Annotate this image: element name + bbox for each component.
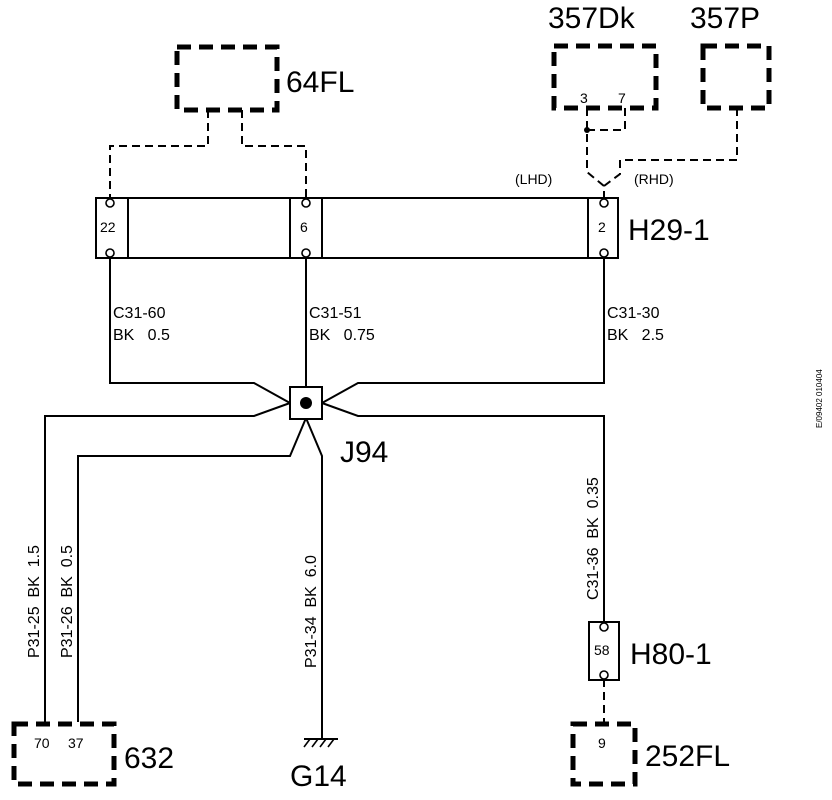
connector-h29-1-cell-22 xyxy=(95,197,129,259)
wire-357dk-pin3 xyxy=(586,108,605,198)
wire-64fl-to-pin6 xyxy=(241,110,307,198)
variant-rhd-label: (RHD) xyxy=(634,171,674,187)
ground-g14-label: G14 xyxy=(290,760,347,793)
connector-632-pin-70: 70 xyxy=(34,735,50,751)
connector-64fl-box xyxy=(174,44,280,113)
pin-58-bottom xyxy=(599,670,609,680)
wire-c31-51-id: C31-51 xyxy=(309,305,362,322)
connector-h29-1-pin-6: 6 xyxy=(300,219,308,235)
connector-357dk-box xyxy=(551,43,659,111)
connector-632-pin-37: 37 xyxy=(68,735,84,751)
connector-252fl-label: 252FL xyxy=(645,740,730,773)
wire-c31-60 xyxy=(109,257,291,404)
connector-h29-1-pin-2: 2 xyxy=(598,219,606,235)
connector-h29-1-pin-22: 22 xyxy=(100,219,116,235)
reference-code: E/09402 010404 xyxy=(815,369,824,428)
pin-22-top xyxy=(105,198,115,208)
wire-357dk-splice-dot xyxy=(584,127,590,133)
connector-h80-1-pin-58: 58 xyxy=(594,642,610,658)
ground-g14-hatch xyxy=(303,738,335,748)
wire-64fl-to-pin22 xyxy=(109,110,209,198)
wire-p31-34 xyxy=(305,417,323,738)
connector-h29-1-cell-6 xyxy=(289,197,323,259)
connector-357p-box xyxy=(700,43,772,111)
wire-c31-51-spec: BK 0.75 xyxy=(309,327,375,344)
wire-p31-34-label: P31-34 BK 6.0 xyxy=(303,555,320,668)
connector-64fl-label: 64FL xyxy=(286,66,354,99)
connector-357p-label: 357P xyxy=(690,2,760,35)
connector-357dk-label: 357Dk xyxy=(548,2,636,35)
connector-h29-1-label: H29-1 xyxy=(628,214,710,247)
wire-p31-26-label: P31-26 BK 0.5 xyxy=(59,545,76,658)
pin-2-top xyxy=(599,198,609,208)
pin-58-top xyxy=(599,622,609,632)
connector-632-box xyxy=(11,721,117,787)
wire-c31-36-label: C31-36 BK 0.35 xyxy=(585,477,602,600)
connector-252fl-pin-9: 9 xyxy=(598,735,606,751)
wire-c31-36 xyxy=(321,402,605,622)
wire-357p xyxy=(603,108,738,187)
connector-357dk-pin-7: 7 xyxy=(618,90,626,106)
connector-632-label: 632 xyxy=(124,742,174,775)
wire-p31-25-label: P31-25 BK 1.5 xyxy=(26,545,43,658)
connector-357dk-pin-3: 3 xyxy=(580,90,588,106)
splice-j94-dot xyxy=(300,397,312,409)
variant-lhd-label: (LHD) xyxy=(515,171,552,187)
wire-c31-60-id: C31-60 xyxy=(113,305,166,322)
pin-2-bottom xyxy=(599,248,609,258)
connector-h80-1-label: H80-1 xyxy=(630,638,712,671)
connector-h29-1-body xyxy=(95,197,619,259)
wire-c31-30-id: C31-30 xyxy=(607,305,660,322)
wire-p31-25 xyxy=(44,402,291,722)
pin-6-top xyxy=(301,198,311,208)
wire-c31-30-spec: BK 2.5 xyxy=(607,327,664,344)
splice-j94-label: J94 xyxy=(340,436,388,469)
pin-6-bottom xyxy=(301,248,311,258)
connector-252fl-box xyxy=(570,721,638,787)
wire-c31-60-spec: BK 0.5 xyxy=(113,327,170,344)
wire-357dk-pin7 xyxy=(587,108,626,131)
pin-22-bottom xyxy=(105,248,115,258)
wire-p31-26 xyxy=(77,417,307,722)
wire-c31-30 xyxy=(321,257,605,404)
